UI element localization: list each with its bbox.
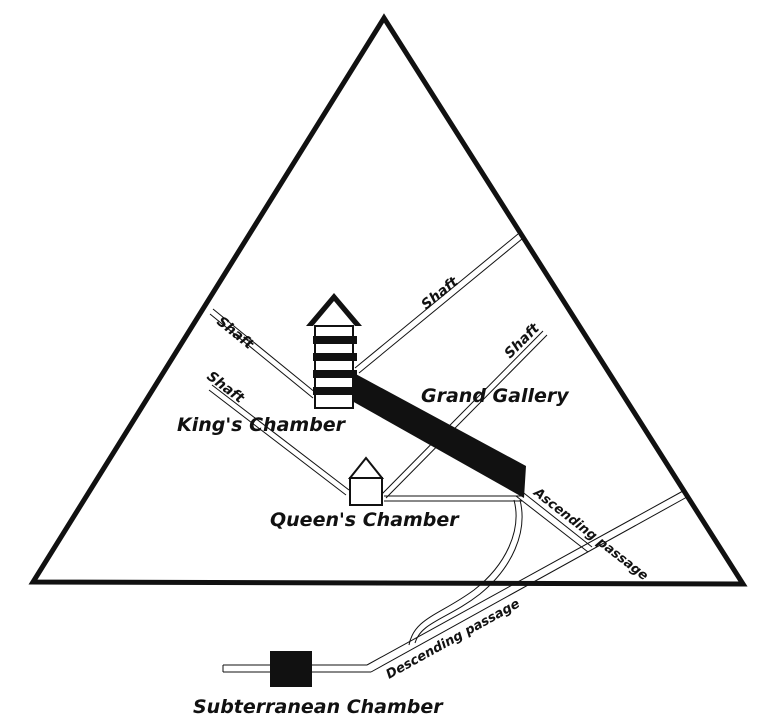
label-grand-gallery: Grand Gallery: [421, 385, 570, 407]
kings-chamber: [306, 293, 362, 409]
label-shaft-queens-north: Shaft: [502, 320, 544, 362]
ascending-passage: [515, 489, 593, 553]
pyramid-outline: [28, 13, 748, 587]
label-shaft-queens-south: Shaft: [204, 368, 248, 407]
shaft-kings-south: [209, 308, 317, 399]
shaft-kings-north: [354, 233, 523, 374]
label-ascending-passage: Ascending passage: [530, 485, 651, 584]
label-kings-chamber: King's Chamber: [177, 414, 347, 436]
queens-chamber: [347, 456, 385, 506]
grand-gallery: [352, 372, 526, 498]
subterranean-chamber: [270, 651, 312, 687]
label-queens-chamber: Queen's Chamber: [270, 509, 460, 531]
label-descending-passage: Descending passage: [384, 596, 523, 682]
queens-horizontal-passage: [384, 495, 522, 502]
shaft-queens-north: [381, 330, 548, 499]
shaft-queens-south: [208, 384, 350, 496]
label-subterranean-chamber: Subterranean Chamber: [193, 696, 444, 718]
well-shaft: [408, 499, 523, 646]
